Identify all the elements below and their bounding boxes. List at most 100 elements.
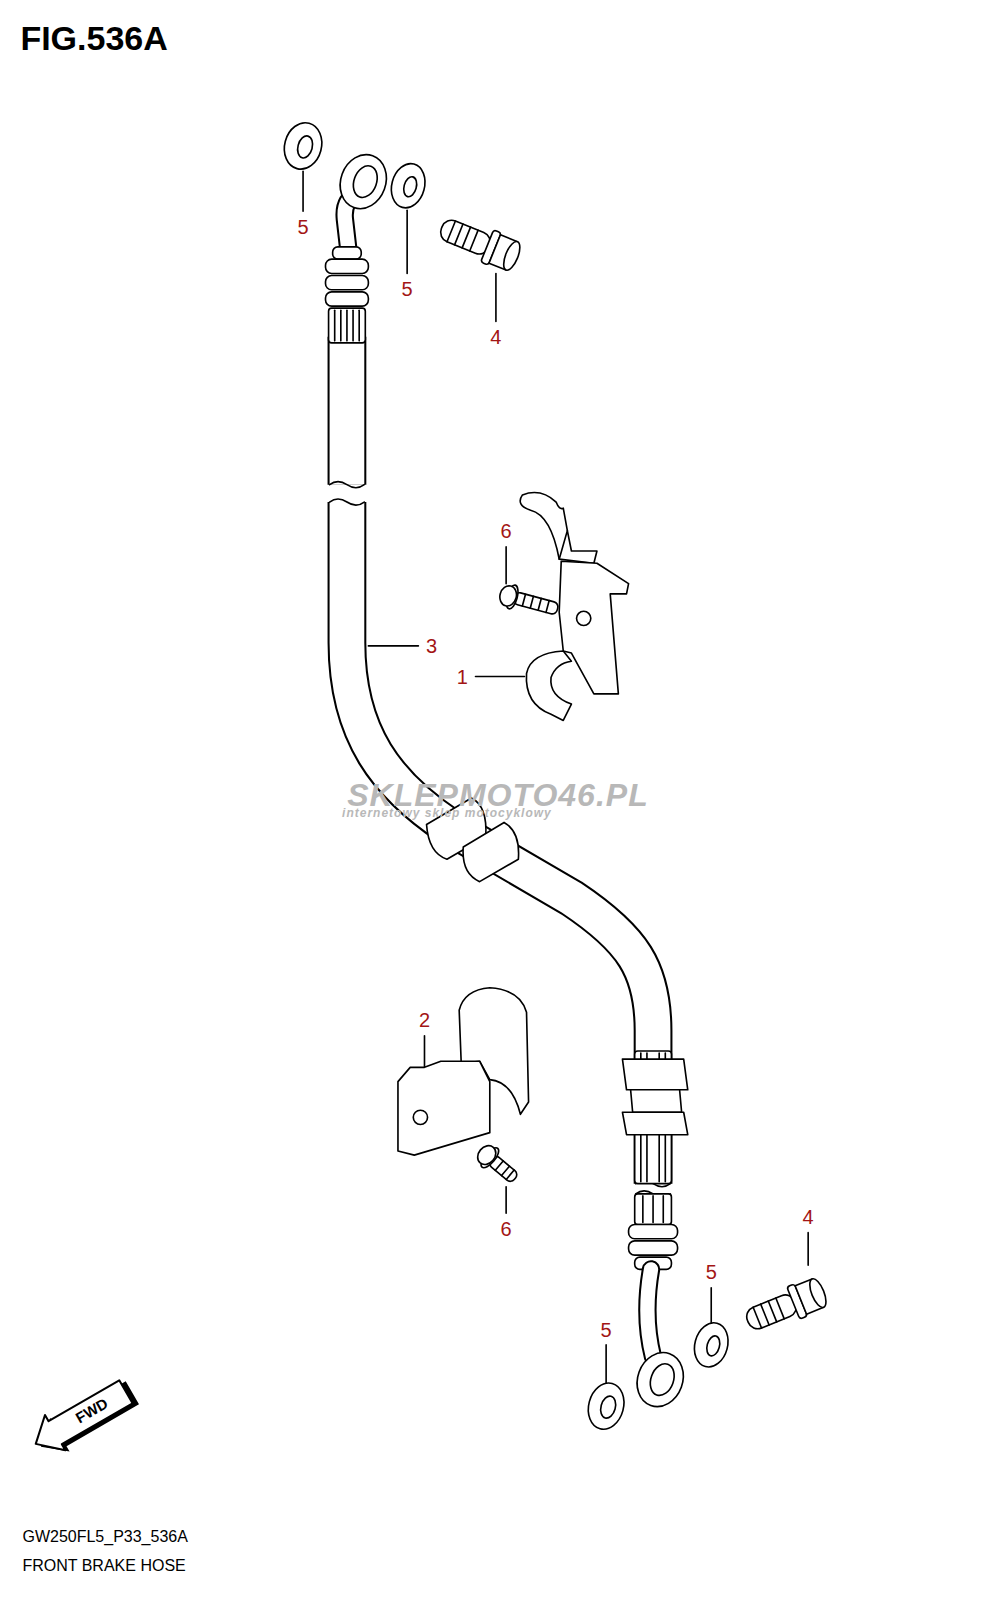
leader-lines bbox=[368, 645, 418, 647]
callout-number: 6 bbox=[499, 1218, 514, 1240]
washer bbox=[279, 118, 327, 173]
forward-arrow bbox=[26, 1372, 142, 1465]
banjo-bolt bbox=[806, 1277, 829, 1310]
callout-number: 1 bbox=[455, 666, 470, 688]
bracket-bolt bbox=[546, 601, 549, 613]
washer bbox=[583, 1379, 629, 1433]
leader-lines bbox=[505, 547, 507, 584]
hose-fitting bbox=[329, 308, 366, 343]
bracket-bolt bbox=[538, 598, 541, 610]
watermark: internetowy sklep motocyklowy bbox=[342, 808, 552, 821]
banjo-fitting bbox=[630, 1346, 691, 1413]
leader-lines bbox=[476, 676, 525, 678]
leader-lines bbox=[302, 171, 304, 211]
leader-lines bbox=[406, 210, 408, 273]
hose-bracket bbox=[413, 1110, 427, 1124]
brake-hose bbox=[330, 337, 365, 485]
banjo-fitting bbox=[333, 148, 394, 215]
banjo-bolt bbox=[455, 224, 463, 245]
washer bbox=[598, 1394, 618, 1419]
bracket-bolt bbox=[506, 1170, 514, 1179]
hose-fitting bbox=[352, 310, 354, 341]
banjo-bolt bbox=[761, 1304, 769, 1325]
hose-fitting bbox=[326, 276, 369, 290]
hose-fitting bbox=[346, 310, 348, 341]
hose-fitting bbox=[340, 310, 342, 341]
callout-number: 5 bbox=[599, 1319, 614, 1341]
hose-fitting bbox=[629, 1241, 678, 1255]
hose-collar bbox=[463, 822, 519, 881]
banjo-bolt bbox=[500, 239, 523, 272]
callout-number: 3 bbox=[424, 635, 439, 657]
washer bbox=[279, 118, 733, 1433]
callout-number: 5 bbox=[295, 216, 310, 238]
leader-lines bbox=[710, 1288, 712, 1323]
hose-fitting bbox=[333, 247, 362, 259]
washer bbox=[402, 175, 419, 198]
hose-fitting bbox=[326, 259, 369, 273]
callout-number: 6 bbox=[499, 520, 514, 542]
brake-hose bbox=[347, 502, 653, 1184]
hose-fitting bbox=[358, 310, 360, 341]
bracket-bolt bbox=[497, 582, 561, 621]
hose-fitting bbox=[326, 247, 369, 343]
callout-number: 4 bbox=[488, 326, 503, 348]
hose-bracket bbox=[398, 1061, 490, 1155]
hose-fitting bbox=[631, 1090, 682, 1112]
hose-fitting bbox=[622, 1059, 687, 1090]
hose-bracket bbox=[520, 493, 567, 560]
hose-bracket bbox=[559, 531, 597, 564]
hose-fitting bbox=[652, 1196, 654, 1223]
callout-number: 2 bbox=[417, 1009, 432, 1031]
callout-number: 5 bbox=[400, 278, 415, 300]
hose-fitting bbox=[334, 310, 336, 341]
washer bbox=[295, 134, 315, 159]
banjo-bolt bbox=[753, 1307, 761, 1328]
leader-lines bbox=[495, 273, 497, 321]
figure-caption: FRONT BRAKE HOSE bbox=[22, 1558, 185, 1576]
hose-bracket bbox=[559, 561, 628, 694]
banjo-bolt bbox=[435, 211, 524, 274]
bracket-bolt bbox=[530, 596, 533, 608]
hose-fitting bbox=[629, 1224, 678, 1238]
hose-fitting bbox=[635, 1194, 672, 1225]
brake-hose bbox=[328, 337, 367, 485]
bracket-bolt bbox=[512, 592, 559, 615]
figure-code: GW250FL5_P33_536A bbox=[22, 1528, 187, 1546]
hose-bracket bbox=[526, 651, 571, 720]
washer bbox=[387, 160, 430, 212]
bracket-bolt bbox=[474, 1142, 500, 1168]
banjo-bolt bbox=[462, 227, 470, 248]
hose-bracket bbox=[398, 988, 529, 1155]
banjo-fitting bbox=[349, 162, 381, 200]
bracket-bolt bbox=[502, 1166, 510, 1175]
bracket-bolt bbox=[495, 1161, 503, 1170]
figure-title: FIG.536A bbox=[20, 20, 167, 57]
hose-fitting bbox=[622, 1112, 687, 1134]
forward-arrow bbox=[26, 1374, 137, 1461]
leader-lines bbox=[605, 1345, 607, 1383]
washer bbox=[705, 1334, 722, 1357]
banjo-fitting bbox=[647, 1269, 653, 1357]
bracket-bolt bbox=[498, 584, 519, 608]
bracket-bolt bbox=[473, 1140, 523, 1188]
hose-fitting bbox=[326, 292, 369, 306]
brake-hose bbox=[330, 337, 671, 1197]
hose-fitting bbox=[662, 1196, 664, 1223]
callout-number: 4 bbox=[801, 1206, 816, 1228]
brake-hose bbox=[330, 482, 365, 488]
leader-lines bbox=[424, 1036, 426, 1068]
banjo-bolt bbox=[447, 221, 455, 242]
washer bbox=[690, 1319, 733, 1371]
banjo-bolt bbox=[741, 1275, 830, 1338]
leader-lines bbox=[505, 1187, 507, 1214]
leader-lines bbox=[303, 171, 808, 1382]
hose-bracket bbox=[577, 611, 591, 625]
hose-fitting bbox=[622, 1051, 687, 1269]
leader-lines bbox=[807, 1233, 809, 1266]
banjo-fitting bbox=[333, 148, 394, 255]
banjo-bolt bbox=[470, 230, 478, 251]
banjo-bolt bbox=[776, 1298, 784, 1319]
banjo-fitting bbox=[647, 1269, 653, 1357]
